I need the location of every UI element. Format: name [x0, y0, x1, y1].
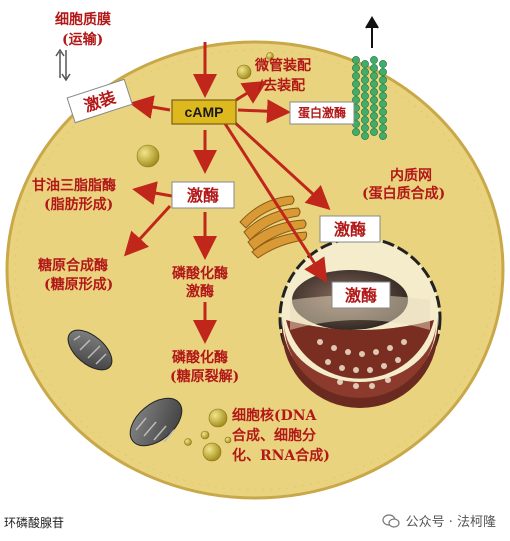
svg-text:激酶: 激酶 [187, 186, 219, 205]
phosphorylase-label-2: (糖原裂解) [170, 368, 239, 385]
microtubule-label-2: /去装配 [258, 77, 305, 94]
wechat-icon [381, 513, 400, 528]
svg-text:蛋白激酶: 蛋白激酶 [298, 105, 346, 120]
er-label-1: 内质网 [390, 167, 432, 184]
glycogen-synthase-label-1: 糖原合成酶 [38, 257, 108, 274]
plasma-membrane-label: 细胞质膜 [55, 11, 111, 28]
transport-arrows-icon [55, 48, 71, 82]
er-label-2: (蛋白质合成) [362, 185, 445, 202]
phosphorylase-kinase-label-1: 磷酸化酶 [172, 265, 228, 282]
up-arrow-icon [365, 16, 379, 48]
triglyceride-label-1: 甘油三脂脂酶 [32, 177, 116, 194]
svg-text:cAMP: cAMP [185, 104, 224, 120]
kinase-nucleus-box: 激酶 [331, 281, 391, 309]
camp-signaling-diagram: 细胞质膜 (运输) 微管装配 /去装配 甘油三脂脂酶 (脂肪形成) 内质网 (蛋… [5, 11, 505, 500]
nucleus-label-1: 细胞核(DNA [232, 407, 318, 424]
transport-label: (运输) [62, 31, 103, 48]
granule-icon [136, 52, 274, 462]
phosphorylase-kinase-label-2: 激酶 [186, 283, 214, 300]
protein-kinase-box: 蛋白激酶 [289, 101, 355, 125]
golgi-apparatus-icon [239, 195, 308, 259]
figure-caption: 环磷酸腺苷 [4, 516, 65, 530]
svg-text:激酶: 激酶 [345, 286, 377, 305]
microtubule-label-1: 微管装配 [254, 57, 311, 74]
camp-box: cAMP [171, 99, 237, 125]
triglyceride-label-2: (脂肪形成) [44, 196, 113, 213]
cell-texture [14, 49, 496, 491]
nucleus-icon [278, 236, 442, 408]
watermark-text: 公众号 · 法柯隆 [405, 515, 496, 530]
nucleus-label-3: 化、RNA合成) [232, 447, 330, 464]
svg-text:激酶: 激酶 [334, 220, 366, 239]
watermark: 公众号 · 法柯隆 [381, 511, 496, 530]
activate-box: 激装 [66, 78, 133, 124]
phosphorylase-label-1: 磷酸化酶 [172, 349, 228, 366]
kinase-er-box: 激酶 [319, 215, 381, 243]
kinase-center-box: 激酶 [171, 181, 235, 209]
signal-arrows [123, 42, 331, 344]
nucleus-label-2: 合成、细胞分 [232, 427, 316, 444]
glycogen-synthase-label-2: (糖原形成) [44, 276, 113, 293]
mitochondrion-icon [67, 329, 183, 447]
